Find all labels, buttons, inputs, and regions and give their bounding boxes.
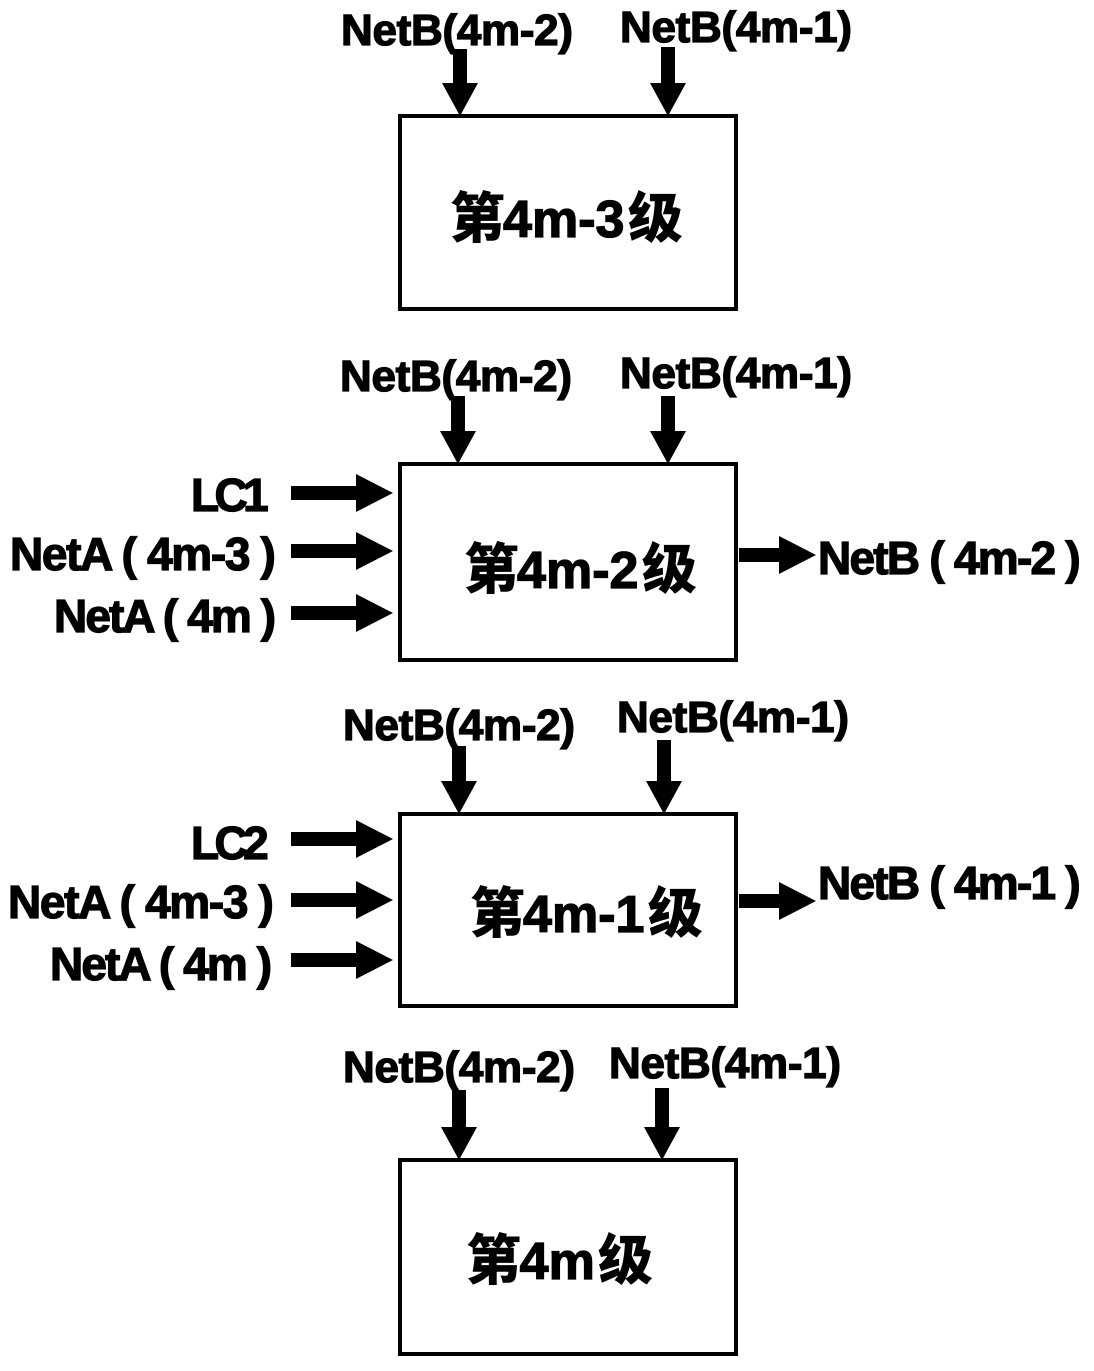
- left-input-arrow-lc-4m-1: [291, 820, 393, 858]
- left-input-arrow-neta-4m-4m-2: [291, 594, 393, 632]
- top-input-arrow-4m-1-1: [441, 746, 477, 814]
- left-input-arrow-neta-4m-3-4m-2: [291, 532, 393, 570]
- top-input-label-4m-1: NetB(4m-2): [342, 1043, 575, 1093]
- top-input-arrow-4m-1: [441, 1090, 477, 1160]
- left-input-arrow-neta-4m-4m-1: [291, 941, 393, 979]
- cjk-glyph-di: [464, 540, 518, 594]
- cjk-glyph-ji: [628, 190, 683, 243]
- right-output-arrow-4m-1: [739, 882, 816, 920]
- stage-box-4m: 4m: [398, 1158, 738, 1356]
- top-input-label-4m-2-2: NetB(4m-1): [619, 349, 852, 399]
- top-input-label-4m-2-1: NetB(4m-2): [339, 352, 572, 402]
- top-input-label-4m-1-2: NetB(4m-1): [616, 693, 849, 743]
- left-input-arrow-lc-4m-2: [291, 474, 393, 512]
- top-input-arrow-4m-1-2: [646, 740, 682, 814]
- stage-name-4m-2: 4m-2: [464, 540, 697, 598]
- stage-box-4m-1: 4m-1: [398, 812, 738, 1008]
- right-output-label-4m-2: NetB ( 4m-2 ): [817, 531, 1081, 584]
- left-input-label-neta-4m-4m-1: NetA ( 4m ): [49, 937, 272, 990]
- stage-box-4m-3: 4m-3: [398, 114, 738, 311]
- cjk-glyph-ji: [648, 884, 703, 938]
- cjk-glyph-ji: [642, 540, 697, 594]
- left-input-arrow-neta-4m-3-4m-1: [291, 881, 393, 919]
- top-input-arrow-4m-3-1: [442, 49, 478, 116]
- top-input-label-4m-1-1: NetB(4m-2): [342, 701, 575, 751]
- cjk-glyph-di: [470, 884, 524, 938]
- top-input-arrow-4m-2: [644, 1088, 680, 1160]
- cjk-glyph-di: [467, 1232, 520, 1285]
- stage-name-latin: 4m: [519, 1233, 595, 1291]
- stage-name-4m-3: 4m-3: [450, 190, 683, 248]
- left-input-label-neta-4m-3-4m-1: NetA ( 4m-3 ): [7, 875, 274, 928]
- right-output-label-4m-1: NetB ( 4m-1 ): [817, 856, 1081, 909]
- top-input-arrow-4m-3-2: [650, 47, 686, 116]
- top-input-arrow-4m-2-2: [650, 396, 686, 464]
- stage-name-latin: 4m-2: [516, 541, 639, 600]
- top-input-label-4m-3-2: NetB(4m-1): [619, 3, 852, 53]
- top-input-label-4m-2: NetB(4m-1): [608, 1039, 841, 1089]
- stage-name-latin: 4m-3: [502, 191, 625, 249]
- top-input-arrow-4m-2-1: [440, 396, 476, 464]
- right-output-arrow-4m-2: [739, 536, 816, 574]
- cjk-glyph-ji: [598, 1232, 653, 1285]
- stage-name-4m-1: 4m-1: [470, 884, 703, 942]
- left-input-label-lc-4m-2: LC1: [190, 469, 269, 522]
- cjk-glyph-di: [450, 190, 504, 243]
- left-input-label-neta-4m-4m-2: NetA ( 4m ): [53, 589, 276, 642]
- stage-name-latin: 4m-1: [522, 885, 645, 944]
- stage-box-4m-2: 4m-2: [398, 462, 738, 662]
- left-input-label-lc-4m-1: LC2: [190, 817, 269, 870]
- left-input-label-neta-4m-3-4m-2: NetA ( 4m-3 ): [9, 527, 276, 580]
- stage-name-4m: 4m: [467, 1232, 653, 1290]
- top-input-label-4m-3-1: NetB(4m-2): [340, 6, 573, 56]
